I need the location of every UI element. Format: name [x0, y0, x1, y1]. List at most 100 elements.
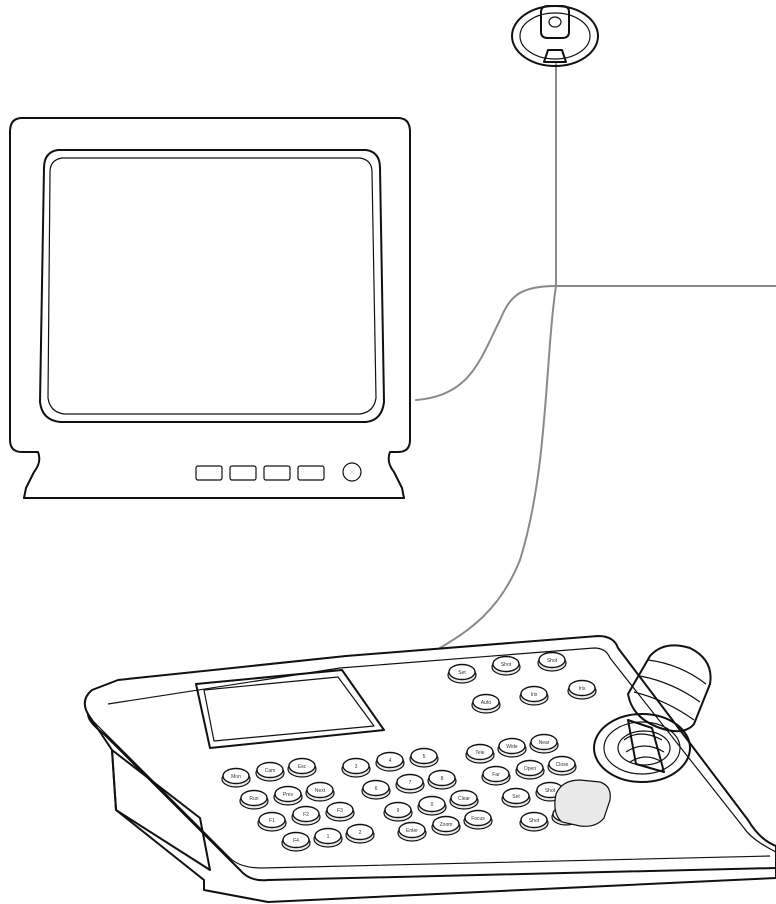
keyboard-key-label: 0 — [431, 802, 434, 808]
camera-lens — [549, 17, 561, 27]
keyboard-key-label: 8 — [441, 776, 444, 782]
camera-dome — [541, 6, 569, 38]
keyboard-large-key — [555, 780, 610, 826]
camera-base — [512, 6, 598, 66]
camera-mount-ring — [520, 13, 590, 59]
keyboard-key-label: F3 — [337, 808, 343, 814]
keyboard-key: 1 — [314, 829, 342, 848]
keyboard-key-label: Shot — [529, 818, 540, 824]
keyboard-key: Shot — [520, 813, 548, 832]
keyboard-key: Iris — [568, 681, 596, 700]
keyboard-key-label: 9 — [397, 808, 400, 814]
keyboard-key: Focus — [464, 811, 492, 830]
keyboard-key: Esc — [288, 759, 316, 778]
keyboard-key-label: Cam — [265, 768, 276, 774]
keyboard-key-label: Auto — [481, 700, 492, 706]
monitor-cable — [416, 286, 556, 400]
keyboard-key: F4 — [282, 833, 310, 852]
keyboard-key-label: Set — [512, 794, 520, 800]
keyboard-key: Next — [306, 783, 334, 802]
keyboard-key: 4 — [376, 753, 404, 772]
crt-monitor — [10, 118, 410, 498]
keyboard-key-label: 2 — [359, 830, 362, 836]
keyboard-key-label: 1 — [327, 834, 330, 840]
keyboard-key: Far — [482, 767, 510, 786]
monitor-button — [264, 466, 290, 480]
keyboard-key: Close — [548, 757, 576, 776]
monitor-control-buttons — [196, 466, 324, 480]
ptz-keyboard-controller: SetShotShotAutoIrisIrisMonCamEscRunPrevN… — [85, 636, 776, 902]
keyboard-key: Zoom — [432, 817, 460, 836]
keyboard-key-label: Next — [315, 788, 326, 794]
keyboard-key-label: F4 — [293, 838, 299, 844]
keyboard-large-key-body — [555, 780, 610, 826]
joystick-knob — [628, 645, 711, 731]
keyboard-key-label: Zoom — [440, 822, 453, 828]
keyboard-key-label: F1 — [269, 818, 275, 824]
connection-cables — [416, 64, 776, 648]
keyboard-key-label: 3 — [355, 764, 358, 770]
keyboard-key: 3 — [342, 759, 370, 778]
keyboard-key-label: Focus — [471, 816, 485, 822]
joystick — [594, 645, 711, 782]
keyboard-key: 9 — [384, 803, 412, 822]
keyboard-key-label: F2 — [303, 812, 309, 818]
keyboard-key-label: 5 — [423, 754, 426, 760]
keyboard-key: 7 — [396, 775, 424, 794]
keyboard-key-label: 6 — [375, 786, 378, 792]
monitor-button — [298, 466, 324, 480]
keyboard-key: 6 — [362, 781, 390, 800]
keyboard-key: Prev — [274, 787, 302, 806]
monitor-button — [196, 466, 222, 480]
camera-bracket — [544, 50, 566, 62]
monitor-bezel — [40, 150, 384, 422]
keyboard-key-label: Shot — [545, 788, 556, 794]
keyboard-key: Shot — [492, 657, 520, 676]
keyboard-key: F1 — [258, 813, 286, 832]
keyboard-key-label: Iris — [579, 686, 586, 692]
keyboard-key: Open — [516, 761, 544, 780]
keyboard-key-label: Run — [249, 796, 258, 802]
monitor-case — [10, 118, 410, 498]
keyboard-key-label: Wide — [506, 744, 518, 750]
monitor-screen — [48, 158, 376, 414]
keyboard-left-wedge — [112, 750, 210, 870]
keyboard-key: Wide — [498, 739, 526, 758]
keyboard-key: Set — [448, 665, 476, 684]
keyboard-lcd-screen — [204, 677, 374, 741]
keyboard-key: Iris — [520, 687, 548, 706]
keyboard-cable — [440, 286, 556, 648]
joystick-knob-grip — [634, 660, 706, 720]
keyboard-key-label: Mon — [231, 774, 241, 780]
keyboard-key: Shot — [538, 653, 566, 672]
keyboard-key: Tele — [466, 745, 494, 764]
keyboard-key-label: Iris — [531, 692, 538, 698]
keyboard-key-label: Set — [458, 670, 466, 676]
keyboard-key-label: Prev — [283, 792, 294, 798]
joystick-boot-inner — [618, 731, 670, 765]
keyboard-key-label: Close — [556, 762, 569, 768]
keyboard-key-label: Tele — [475, 750, 484, 756]
keyboard-key: 2 — [346, 825, 374, 844]
dome-camera — [512, 6, 598, 66]
keyboard-key: Set — [502, 789, 530, 808]
keyboard-key: F2 — [292, 807, 320, 826]
keyboard-key-label: Open — [524, 766, 536, 772]
keyboard-key: Clear — [450, 791, 478, 810]
keyboard-key-label: Near — [539, 740, 550, 746]
keyboard-key-label: Shot — [547, 658, 558, 664]
keyboard-key-label: Esc — [298, 764, 307, 770]
monitor-power-knob — [343, 463, 361, 481]
keyboard-key: F3 — [326, 803, 354, 822]
monitor-button — [230, 466, 256, 480]
keyboard-key: 0 — [418, 797, 446, 816]
keyboard-key-label: 4 — [389, 758, 392, 764]
keyboard-key: 5 — [410, 749, 438, 768]
keyboard-key: Mon — [222, 769, 250, 788]
keyboard-key-label: Far — [492, 772, 500, 778]
keyboard-key-label: Clear — [458, 796, 470, 802]
keyboard-key: Cam — [256, 763, 284, 782]
keyboard-key: Run — [240, 791, 268, 810]
keyboard-key: Enter — [398, 823, 426, 842]
